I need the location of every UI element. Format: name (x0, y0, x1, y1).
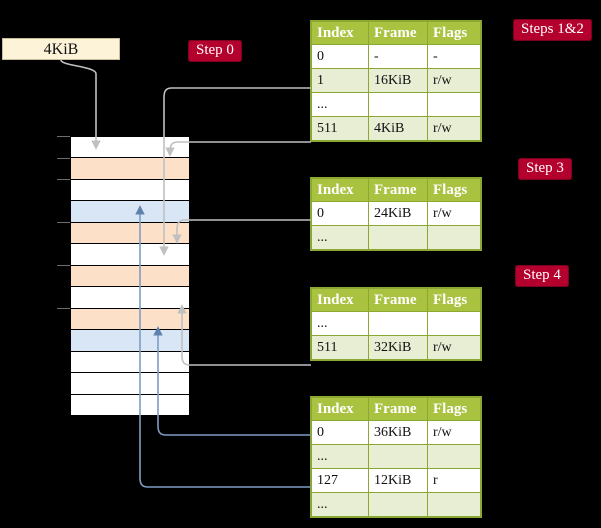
memory-frame-row (70, 350, 190, 374)
table-cell-index: 127 (311, 468, 369, 493)
memory-frame-row (70, 393, 190, 416)
step-badge-step-3: Step 3 (518, 158, 572, 180)
table-cell-index: ... (311, 311, 369, 336)
table-cell-index: 511 (311, 116, 369, 141)
table-cell-flags: r (427, 468, 481, 493)
step-badge-step-4: Step 4 (515, 265, 569, 287)
step-badge-steps-1-2: Steps 1&2 (513, 19, 592, 41)
memory-frame-row (70, 157, 190, 180)
source-frame-label: 4KiB (43, 41, 79, 58)
column-header-index: Index (311, 178, 369, 202)
column-header-frame: Frame (368, 178, 428, 202)
table-row: ... (311, 311, 481, 336)
table-cell-frame: 32KiB (368, 335, 428, 360)
memory-frame-row (70, 286, 190, 309)
table-cell-frame: 16KiB (368, 68, 428, 93)
source-frame-box: 4KiB (2, 38, 120, 60)
memory-tick (57, 222, 71, 223)
table-cell-index: ... (311, 225, 369, 250)
column-header-flags: Flags (427, 397, 481, 421)
table-cell-frame (368, 492, 428, 517)
table-cell-frame: 4KiB (368, 116, 428, 141)
table-cell-flags: r/w (427, 116, 481, 141)
table-row: ... (311, 225, 481, 250)
table-cell-frame (368, 444, 428, 469)
table-cell-flags: r/w (427, 335, 481, 360)
table-cell-flags (427, 225, 481, 250)
table-cell-frame (368, 311, 428, 336)
table-cell-index: 0 (311, 201, 369, 226)
table-cell-frame (368, 92, 428, 117)
table-cell-index: 1 (311, 68, 369, 93)
wire-step12-table1-511-to-memory (165, 141, 311, 157)
memory-tick (57, 136, 71, 137)
column-header-frame: Frame (368, 397, 428, 421)
table-cell-frame: - (368, 44, 428, 69)
column-header-index: Index (311, 21, 369, 45)
memory-frame-row (70, 178, 190, 202)
table-cell-frame: 24KiB (368, 201, 428, 226)
table-cell-flags (427, 92, 481, 117)
physical-memory-column (70, 136, 190, 416)
column-header-flags: Flags (427, 178, 481, 202)
memory-frame-row (70, 221, 190, 245)
table-cell-flags (427, 492, 481, 517)
memory-tick (57, 158, 71, 159)
memory-tick (57, 179, 71, 180)
table-cell-flags (427, 444, 481, 469)
column-header-flags: Flags (427, 21, 481, 45)
wire-step0-source-to-memory (60, 59, 101, 150)
table-cell-flags: r/w (427, 420, 481, 445)
table-cell-frame: 12KiB (368, 468, 428, 493)
memory-tick (57, 308, 71, 309)
memory-frame-row (70, 329, 190, 352)
memory-frame-row (70, 264, 190, 288)
table-cell-index: 0 (311, 420, 369, 445)
wire-step4-memory-to-table3 (177, 304, 311, 366)
column-header-frame: Frame (368, 288, 428, 312)
table-cell-index: ... (311, 444, 369, 469)
memory-frame-row (70, 243, 190, 266)
table-cell-index: 511 (311, 335, 369, 360)
table-row: ... (311, 492, 481, 517)
column-header-frame: Frame (368, 21, 428, 45)
table-row: 0-- (311, 44, 481, 69)
table-cell-frame (368, 225, 428, 250)
table-cell-frame: 36KiB (368, 420, 428, 445)
table-cell-flags: r/w (427, 68, 481, 93)
memory-frame-row (70, 136, 190, 159)
table-cell-flags: - (427, 44, 481, 69)
table-cell-flags (427, 311, 481, 336)
table-cell-index: ... (311, 92, 369, 117)
column-header-index: Index (311, 397, 369, 421)
table-cell-flags: r/w (427, 201, 481, 226)
table-row: ... (311, 444, 481, 469)
table-cell-index: ... (311, 492, 369, 517)
table-row: ... (311, 92, 481, 117)
table-cell-index: 0 (311, 44, 369, 69)
wire-step3-table2-to-memory (172, 219, 311, 244)
memory-tick (57, 265, 71, 266)
column-header-index: Index (311, 288, 369, 312)
memory-frame-row (70, 372, 190, 395)
step-badge-step-0: Step 0 (188, 40, 242, 62)
column-header-flags: Flags (427, 288, 481, 312)
memory-frame-row (70, 307, 190, 331)
memory-frame-row (70, 200, 190, 223)
